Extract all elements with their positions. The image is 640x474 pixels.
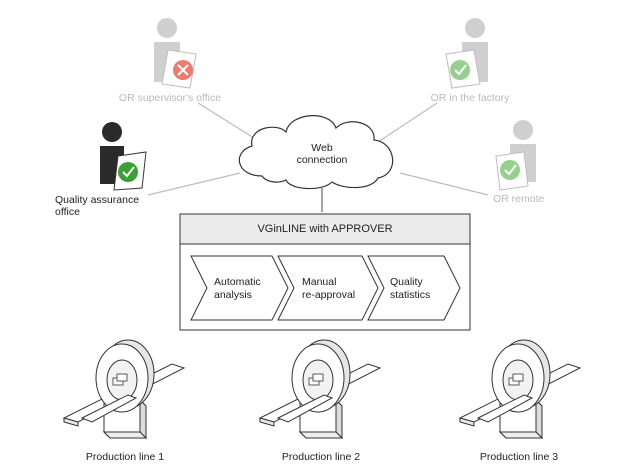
step-label-line2: re-approval <box>302 289 356 301</box>
actor-label-or-remote: OR remote <box>493 193 545 205</box>
ct-scanner-icon <box>459 339 581 439</box>
step-chevron <box>190 255 289 321</box>
cloud-label-line2: connection <box>296 154 348 166</box>
step-label-line1: Automatic <box>214 276 261 288</box>
actor-label-or-factory: OR in the factory <box>430 92 510 104</box>
check-icon <box>118 162 138 182</box>
step-label-line2: analysis <box>214 289 252 301</box>
process-steps <box>190 255 461 321</box>
cloud-label: Web connection <box>286 142 358 166</box>
ct-scanner-icon <box>259 339 381 439</box>
step-chevron <box>277 255 379 321</box>
cloud-icon <box>238 115 394 190</box>
step-label-automatic-analysis: Automatic analysis <box>214 276 261 302</box>
step-label-quality-statistics: Quality statistics <box>390 276 430 302</box>
check-icon <box>500 160 520 180</box>
cross-icon <box>173 60 193 80</box>
production-line-label-1: Production line 1 <box>85 451 165 463</box>
person-icon <box>445 18 488 89</box>
step-label-line2: statistics <box>390 289 431 301</box>
production-line-label-2: Production line 2 <box>281 451 361 463</box>
production-line-label-3: Production line 3 <box>479 451 559 463</box>
actor-label-or-supervisor: OR supervisor's office <box>118 92 222 104</box>
check-icon <box>450 60 470 80</box>
person-icon <box>495 120 536 191</box>
step-label-manual-reapproval: Manual re-approval <box>302 276 355 302</box>
step-label-line1: Quality <box>390 276 423 288</box>
step-chevron <box>367 255 461 321</box>
connector-lines <box>147 102 489 212</box>
actor-label-quality-assurance: Quality assurance office <box>55 194 140 218</box>
system-title: VGinLINE with APPROVER <box>257 223 393 235</box>
cloud-label-line1: Web <box>311 142 333 154</box>
step-label-line1: Manual <box>302 276 337 288</box>
ct-scanner-icon <box>63 339 185 439</box>
person-icon <box>154 18 197 89</box>
